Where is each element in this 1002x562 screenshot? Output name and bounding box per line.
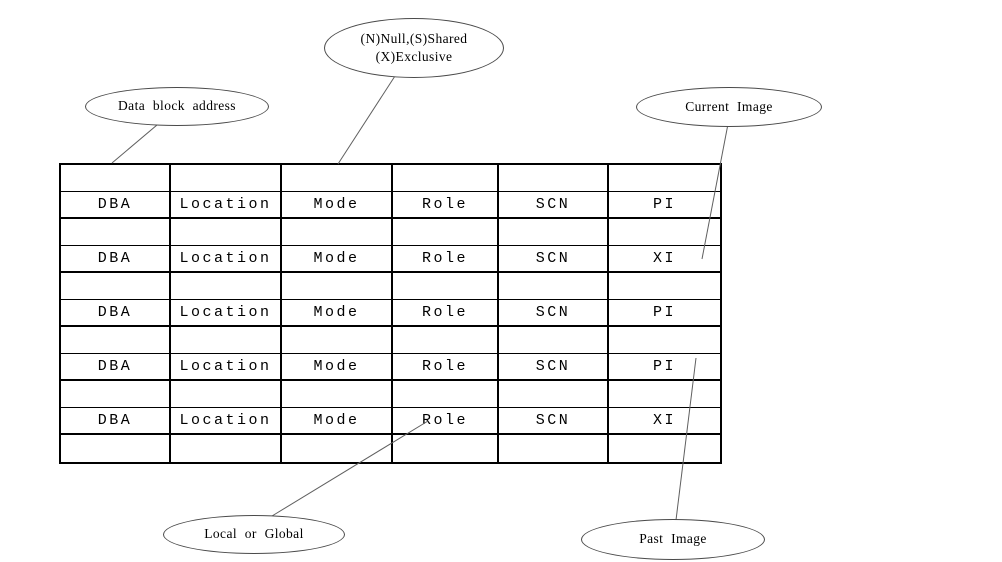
table-cell-r8-c2 xyxy=(282,381,393,407)
table-cell-r7-c1: Location xyxy=(171,354,282,379)
table-cell-r4-c1 xyxy=(171,273,282,299)
table-cell-r2-c5 xyxy=(609,219,720,245)
table-cell-r9-c4: SCN xyxy=(499,408,609,433)
table-cell-r3-c0: DBA xyxy=(61,246,171,271)
table-cell-r3-c3: Role xyxy=(393,246,499,271)
table-cell-r5-c5: PI xyxy=(652,304,676,321)
table-row-4 xyxy=(61,273,720,300)
table-cell-r1-c2: Mode xyxy=(282,192,393,217)
table-cell-r3-c4: SCN xyxy=(499,246,609,271)
table-cell-r2-c3 xyxy=(393,219,499,245)
table-cell-r1-c4: SCN xyxy=(499,192,609,217)
table-cell-r1-c5: PI xyxy=(652,196,676,213)
table-cell-r8-c5 xyxy=(609,381,720,407)
table-cell-r5-c4: SCN xyxy=(499,300,609,325)
table-cell-r0-c1 xyxy=(171,165,282,191)
table-cell-r0-c2 xyxy=(282,165,393,191)
table-cell-r6-c4 xyxy=(499,327,609,353)
table-cell-r7-c5: PI xyxy=(652,358,676,375)
table-cell-r6-c1 xyxy=(171,327,282,353)
data-block-address-callout-label: Data block address xyxy=(118,98,236,114)
table-cell-r0-c3 xyxy=(393,165,499,191)
table-cell-r0-c5 xyxy=(609,165,720,191)
table-cell-r4-c0 xyxy=(61,273,171,299)
table-cell-r8-c4 xyxy=(499,381,609,407)
local-or-global-callout-label: Local or Global xyxy=(204,526,304,542)
table-cell-r3-c1: Location xyxy=(171,246,282,271)
current-image-callout-ellipse: Current Image xyxy=(636,87,822,127)
table-cell-r5-c0: DBA xyxy=(61,300,171,325)
table-cell-r2-c1 xyxy=(171,219,282,245)
table-cell-r10-c3 xyxy=(393,435,499,462)
table-cell-r9-c0: DBA xyxy=(61,408,171,433)
table-cell-r9-c3: Role xyxy=(393,408,499,433)
table-cell-r9-c5: XI xyxy=(652,412,676,429)
table-cell-r9-c2: Mode xyxy=(282,408,393,433)
table-cell-r9-c1: Location xyxy=(171,408,282,433)
table-cell-r8-c1 xyxy=(171,381,282,407)
table-cell-r4-c2 xyxy=(282,273,393,299)
table-cell-r7-c4: SCN xyxy=(499,354,609,379)
mode-callout-label-line1: (N)Null,(S)Shared xyxy=(360,30,468,46)
table-row-10 xyxy=(61,435,720,462)
table-cell-r10-c0 xyxy=(61,435,171,462)
table-cell-r3-c2: Mode xyxy=(282,246,393,271)
table-cell-r6-c3 xyxy=(393,327,499,353)
table-cell-r8-c3 xyxy=(393,381,499,407)
table-cell-r2-c0 xyxy=(61,219,171,245)
mode-callout-ellipse: (N)Null,(S)Shared (X)Exclusive xyxy=(324,18,504,78)
table-cell-r6-c2 xyxy=(282,327,393,353)
current-image-callout-label: Current Image xyxy=(685,98,773,114)
table-row-2 xyxy=(61,219,720,246)
dba-connector-line xyxy=(111,124,158,164)
table-cell-r7-c2: Mode xyxy=(282,354,393,379)
table-cell-r5-c3: Role xyxy=(393,300,499,325)
table-row-8 xyxy=(61,381,720,408)
table-cell-r2-c4 xyxy=(499,219,609,245)
table-cell-r0-c0 xyxy=(61,165,171,191)
table-row-6 xyxy=(61,327,720,354)
table-cell-r5-c2: Mode xyxy=(282,300,393,325)
past-image-callout-label: Past Image xyxy=(639,531,707,547)
past-image-callout-ellipse: Past Image xyxy=(581,519,765,560)
table-cell-r10-c2 xyxy=(282,435,393,462)
mode-connector-line xyxy=(337,75,396,165)
table-cell-r1-c3: Role xyxy=(393,192,499,217)
mode-callout-label-line2: (X)Exclusive xyxy=(375,49,453,64)
local-or-global-callout-ellipse: Local or Global xyxy=(163,515,345,554)
table-cell-r1-c0: DBA xyxy=(61,192,171,217)
table-cell-r5-c1: Location xyxy=(171,300,282,325)
data-block-address-callout-ellipse: Data block address xyxy=(85,87,269,126)
table-row-0 xyxy=(61,165,720,192)
table-cell-r10-c5 xyxy=(609,435,720,462)
table-cell-r0-c4 xyxy=(499,165,609,191)
table-cell-r2-c2 xyxy=(282,219,393,245)
table-cell-r4-c4 xyxy=(499,273,609,299)
table-cell-r1-c1: Location xyxy=(171,192,282,217)
table-cell-r7-c3: Role xyxy=(393,354,499,379)
table-cell-r8-c0 xyxy=(61,381,171,407)
table-cell-r10-c1 xyxy=(171,435,282,462)
table-cell-r7-c0: DBA xyxy=(61,354,171,379)
table-cell-r6-c0 xyxy=(61,327,171,353)
table-cell-r4-c3 xyxy=(393,273,499,299)
table-cell-r10-c4 xyxy=(499,435,609,462)
table-cell-r4-c5 xyxy=(609,273,720,299)
table-cell-r6-c5 xyxy=(609,327,720,353)
table-cell-r3-c5: XI xyxy=(652,250,676,267)
